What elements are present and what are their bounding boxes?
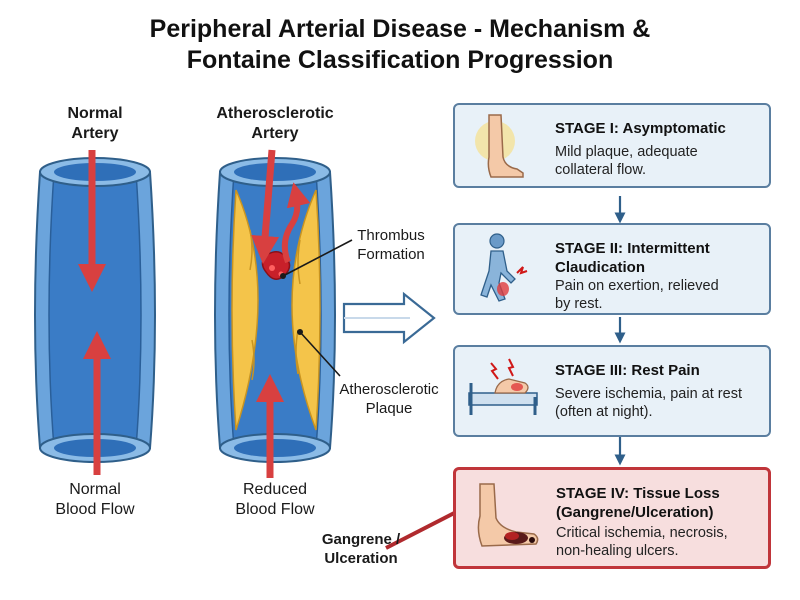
stage-4-card: STAGE IV: Tissue Loss(Gangrene/Ulceratio…: [453, 467, 771, 569]
stage-3-description: Severe ischemia, pain at rest(often at n…: [555, 386, 742, 420]
title-line-2: Fontaine Classification Progression: [186, 46, 614, 74]
plaque-leader-line: [299, 331, 341, 377]
atherosclerotic-artery: [214, 149, 336, 478]
gangrene-arrow: [385, 503, 474, 550]
bed-foot-pain-icon: [468, 358, 538, 415]
gangrenous-foot-icon: [477, 483, 539, 547]
stage-1-card: STAGE I: Asymptomatic Mild plaque, adequ…: [453, 103, 771, 188]
leg-icon: [475, 114, 524, 178]
stage-3-heading: STAGE III: Rest Pain: [555, 362, 700, 379]
stage-3-card: STAGE III: Rest Pain Severe ischemia, pa…: [453, 345, 771, 437]
page-title: Peripheral Arterial Disease - Mechanism …: [0, 14, 800, 76]
normal-artery: [34, 150, 156, 475]
stage-4-description: Critical ischemia, necrosis,non-healing …: [556, 525, 728, 559]
down-flow-arrow-diseased: [251, 149, 280, 264]
stage-4-heading: STAGE IV: Tissue Loss(Gangrene/Ulceratio…: [556, 485, 720, 521]
turbulent-flow-arrow: [281, 182, 311, 264]
gangrene-label: Gangrene /Ulceration: [321, 531, 401, 567]
title-line-1: Peripheral Arterial Disease - Mechanism …: [149, 15, 651, 43]
walking-person-icon: [480, 233, 528, 302]
stage-1-heading: STAGE I: Asymptomatic: [555, 120, 726, 137]
thrombus-leader-line: [282, 239, 353, 277]
